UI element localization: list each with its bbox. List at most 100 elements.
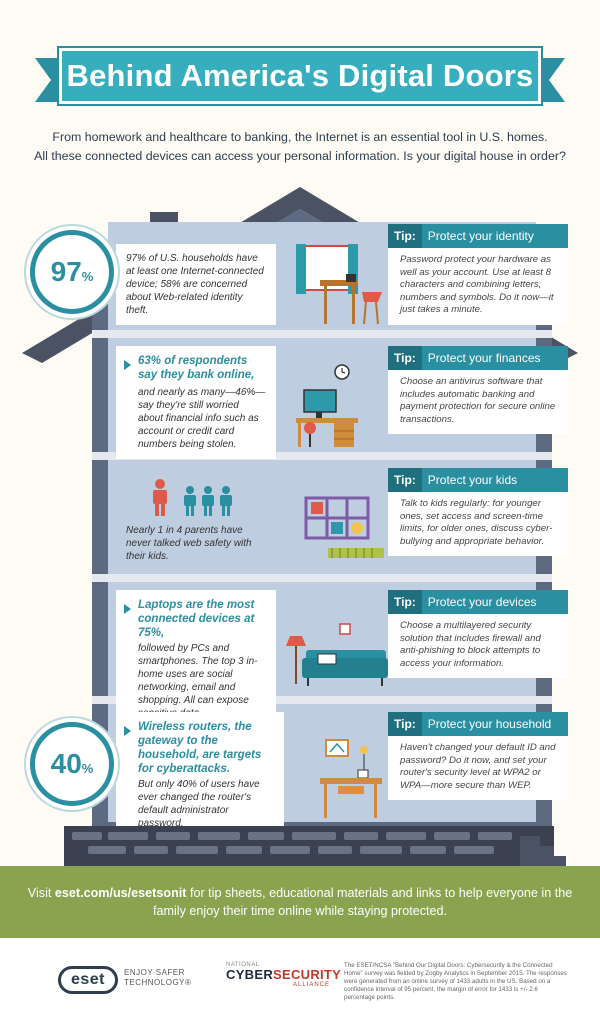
foundation-stone bbox=[270, 846, 310, 854]
ncsa-alliance: ALLIANCE bbox=[292, 982, 330, 988]
intro-line-1: From homework and healthcare to banking,… bbox=[52, 130, 548, 144]
floor-divider bbox=[92, 696, 552, 704]
footer-pre: Visit bbox=[27, 886, 55, 900]
tip-label: Tip: bbox=[388, 590, 422, 614]
stat-text-5: But only 40% of users have ever changed … bbox=[138, 779, 260, 829]
tip-body: Password protect your hardware as well a… bbox=[388, 248, 568, 325]
tip-title: Protect your finances bbox=[427, 351, 541, 365]
stat-text-4: followed by PCs and smartphones. The top… bbox=[138, 643, 258, 719]
tip-title: Protect your identity bbox=[427, 229, 534, 243]
eset-logo: eset bbox=[58, 966, 118, 994]
stat-text-2: and nearly as many—46%—say they're still… bbox=[138, 387, 266, 450]
stat-97-value: 97 bbox=[50, 256, 82, 287]
ncsa-national: NATIONAL bbox=[226, 962, 260, 968]
ncsa-logo: NATIONAL CYBERSECURITY ALLIANCE bbox=[226, 962, 341, 988]
footer-link[interactable]: eset.com/us/esetsonit bbox=[54, 886, 187, 900]
ncsa-security: SECURITY bbox=[273, 967, 342, 982]
stat-card-2: 63% of respondents say they bank online,… bbox=[116, 346, 276, 459]
foundation-stone bbox=[72, 832, 102, 840]
foundation-stone bbox=[292, 832, 336, 840]
foundation-stone bbox=[454, 846, 494, 854]
stair-step bbox=[540, 846, 554, 866]
intro-line-2: All these connected devices can access y… bbox=[34, 149, 566, 163]
hallway-illustration bbox=[320, 739, 382, 818]
bedroom-illustration bbox=[296, 244, 382, 325]
stat-highlight-5: Wireless routers, the gateway to the hou… bbox=[138, 721, 262, 775]
tip-household: Tip: Protect your household Haven't chan… bbox=[388, 712, 568, 800]
stat-card-3: Nearly 1 in 4 parents have never talked … bbox=[116, 524, 276, 571]
foundation-stone bbox=[176, 846, 218, 854]
arrow-marker-icon bbox=[124, 726, 131, 736]
office-illustration bbox=[296, 364, 358, 447]
stat-card-1: 97% of U.S. households have at least one… bbox=[116, 244, 276, 325]
page-title: Behind America's Digital Doors bbox=[59, 48, 541, 104]
tip-body: Choose a multilayered security solution … bbox=[388, 614, 568, 678]
tip-label: Tip: bbox=[388, 224, 422, 248]
stat-highlight-2: 63% of respondents say they bank online, bbox=[138, 355, 255, 381]
logo-strip bbox=[0, 938, 600, 1015]
tip-header: Tip: Protect your finances bbox=[388, 346, 568, 370]
foundation-stone bbox=[386, 832, 426, 840]
stat-highlight-4: Laptops are the most connected devices a… bbox=[138, 599, 255, 639]
living-room-illustration bbox=[286, 623, 388, 686]
floor-divider bbox=[92, 330, 552, 338]
stat-circle-97: 97% bbox=[30, 230, 114, 314]
intro-text: From homework and healthcare to banking,… bbox=[30, 128, 570, 166]
tip-header: Tip: Protect your kids bbox=[388, 468, 568, 492]
stat-card-5: Wireless routers, the gateway to the hou… bbox=[116, 712, 284, 838]
tip-label: Tip: bbox=[388, 712, 422, 736]
foundation-stone bbox=[88, 846, 126, 854]
stair-step bbox=[520, 836, 540, 866]
foundation-stone bbox=[248, 832, 284, 840]
tip-header: Tip: Protect your devices bbox=[388, 590, 568, 614]
people-icon bbox=[153, 479, 232, 516]
kids-room-illustration bbox=[304, 496, 384, 558]
percent-sign: % bbox=[81, 760, 94, 776]
stat-card-4: Laptops are the most connected devices a… bbox=[116, 590, 276, 728]
tip-header: Tip: Protect your household bbox=[388, 712, 568, 736]
foundation-stone bbox=[318, 846, 352, 854]
foundation-stone bbox=[134, 846, 168, 854]
floor-divider bbox=[92, 452, 552, 460]
arrow-marker-icon bbox=[124, 604, 131, 614]
footer-text: Visit eset.com/us/esetsonit for tip shee… bbox=[20, 884, 580, 920]
floor-divider bbox=[92, 574, 552, 582]
tip-finances: Tip: Protect your finances Choose an ant… bbox=[388, 346, 568, 434]
stat-40-value: 40 bbox=[50, 748, 82, 779]
percent-sign: % bbox=[81, 268, 94, 284]
ncsa-cyber: CYBER bbox=[226, 967, 274, 982]
stat-text-3: Nearly 1 in 4 parents have never talked … bbox=[126, 525, 252, 562]
arrow-marker-icon bbox=[124, 360, 131, 370]
tip-title: Protect your household bbox=[427, 717, 552, 731]
foundation-stone bbox=[156, 832, 190, 840]
eset-tagline-2: TECHNOLOGY® bbox=[124, 978, 192, 987]
stair-step bbox=[554, 856, 566, 866]
stat-circle-40: 40% bbox=[30, 722, 114, 806]
fine-print: The ESET/NCSA "Behind Our Digital Doors:… bbox=[344, 962, 567, 1001]
tip-title: Protect your kids bbox=[427, 473, 518, 487]
tip-identity: Tip: Protect your identity Password prot… bbox=[388, 224, 568, 325]
foundation-stone bbox=[410, 846, 446, 854]
foundation-stone bbox=[434, 832, 470, 840]
foundation-stone bbox=[344, 832, 378, 840]
tip-kids: Tip: Protect your kids Talk to kids regu… bbox=[388, 468, 568, 556]
foundation-stone bbox=[478, 832, 512, 840]
footer-post: for tip sheets, educational materials an… bbox=[153, 886, 573, 918]
tip-header: Tip: Protect your identity bbox=[388, 224, 568, 248]
ncsa-name: CYBERSECURITY bbox=[226, 967, 341, 982]
foundation-stone bbox=[360, 846, 402, 854]
tip-body: Talk to kids regularly: for younger ones… bbox=[388, 492, 568, 556]
foundation-stone bbox=[226, 846, 262, 854]
stat-text-1: 97% of U.S. households have at least one… bbox=[126, 253, 264, 316]
foundation-stone bbox=[198, 832, 240, 840]
foundation-stone bbox=[108, 832, 148, 840]
tip-body: Haven't changed your default ID and pass… bbox=[388, 736, 568, 800]
ground-band bbox=[0, 866, 600, 938]
eset-tagline: ENJOY SAFER TECHNOLOGY® bbox=[124, 968, 191, 988]
title-banner: Behind America's Digital Doors bbox=[35, 44, 565, 116]
tip-title: Protect your devices bbox=[427, 595, 537, 609]
tip-devices: Tip: Protect your devices Choose a multi… bbox=[388, 590, 568, 678]
eset-tagline-1: ENJOY SAFER bbox=[124, 968, 185, 977]
tip-label: Tip: bbox=[388, 346, 422, 370]
tip-body: Choose an antivirus software that includ… bbox=[388, 370, 568, 434]
